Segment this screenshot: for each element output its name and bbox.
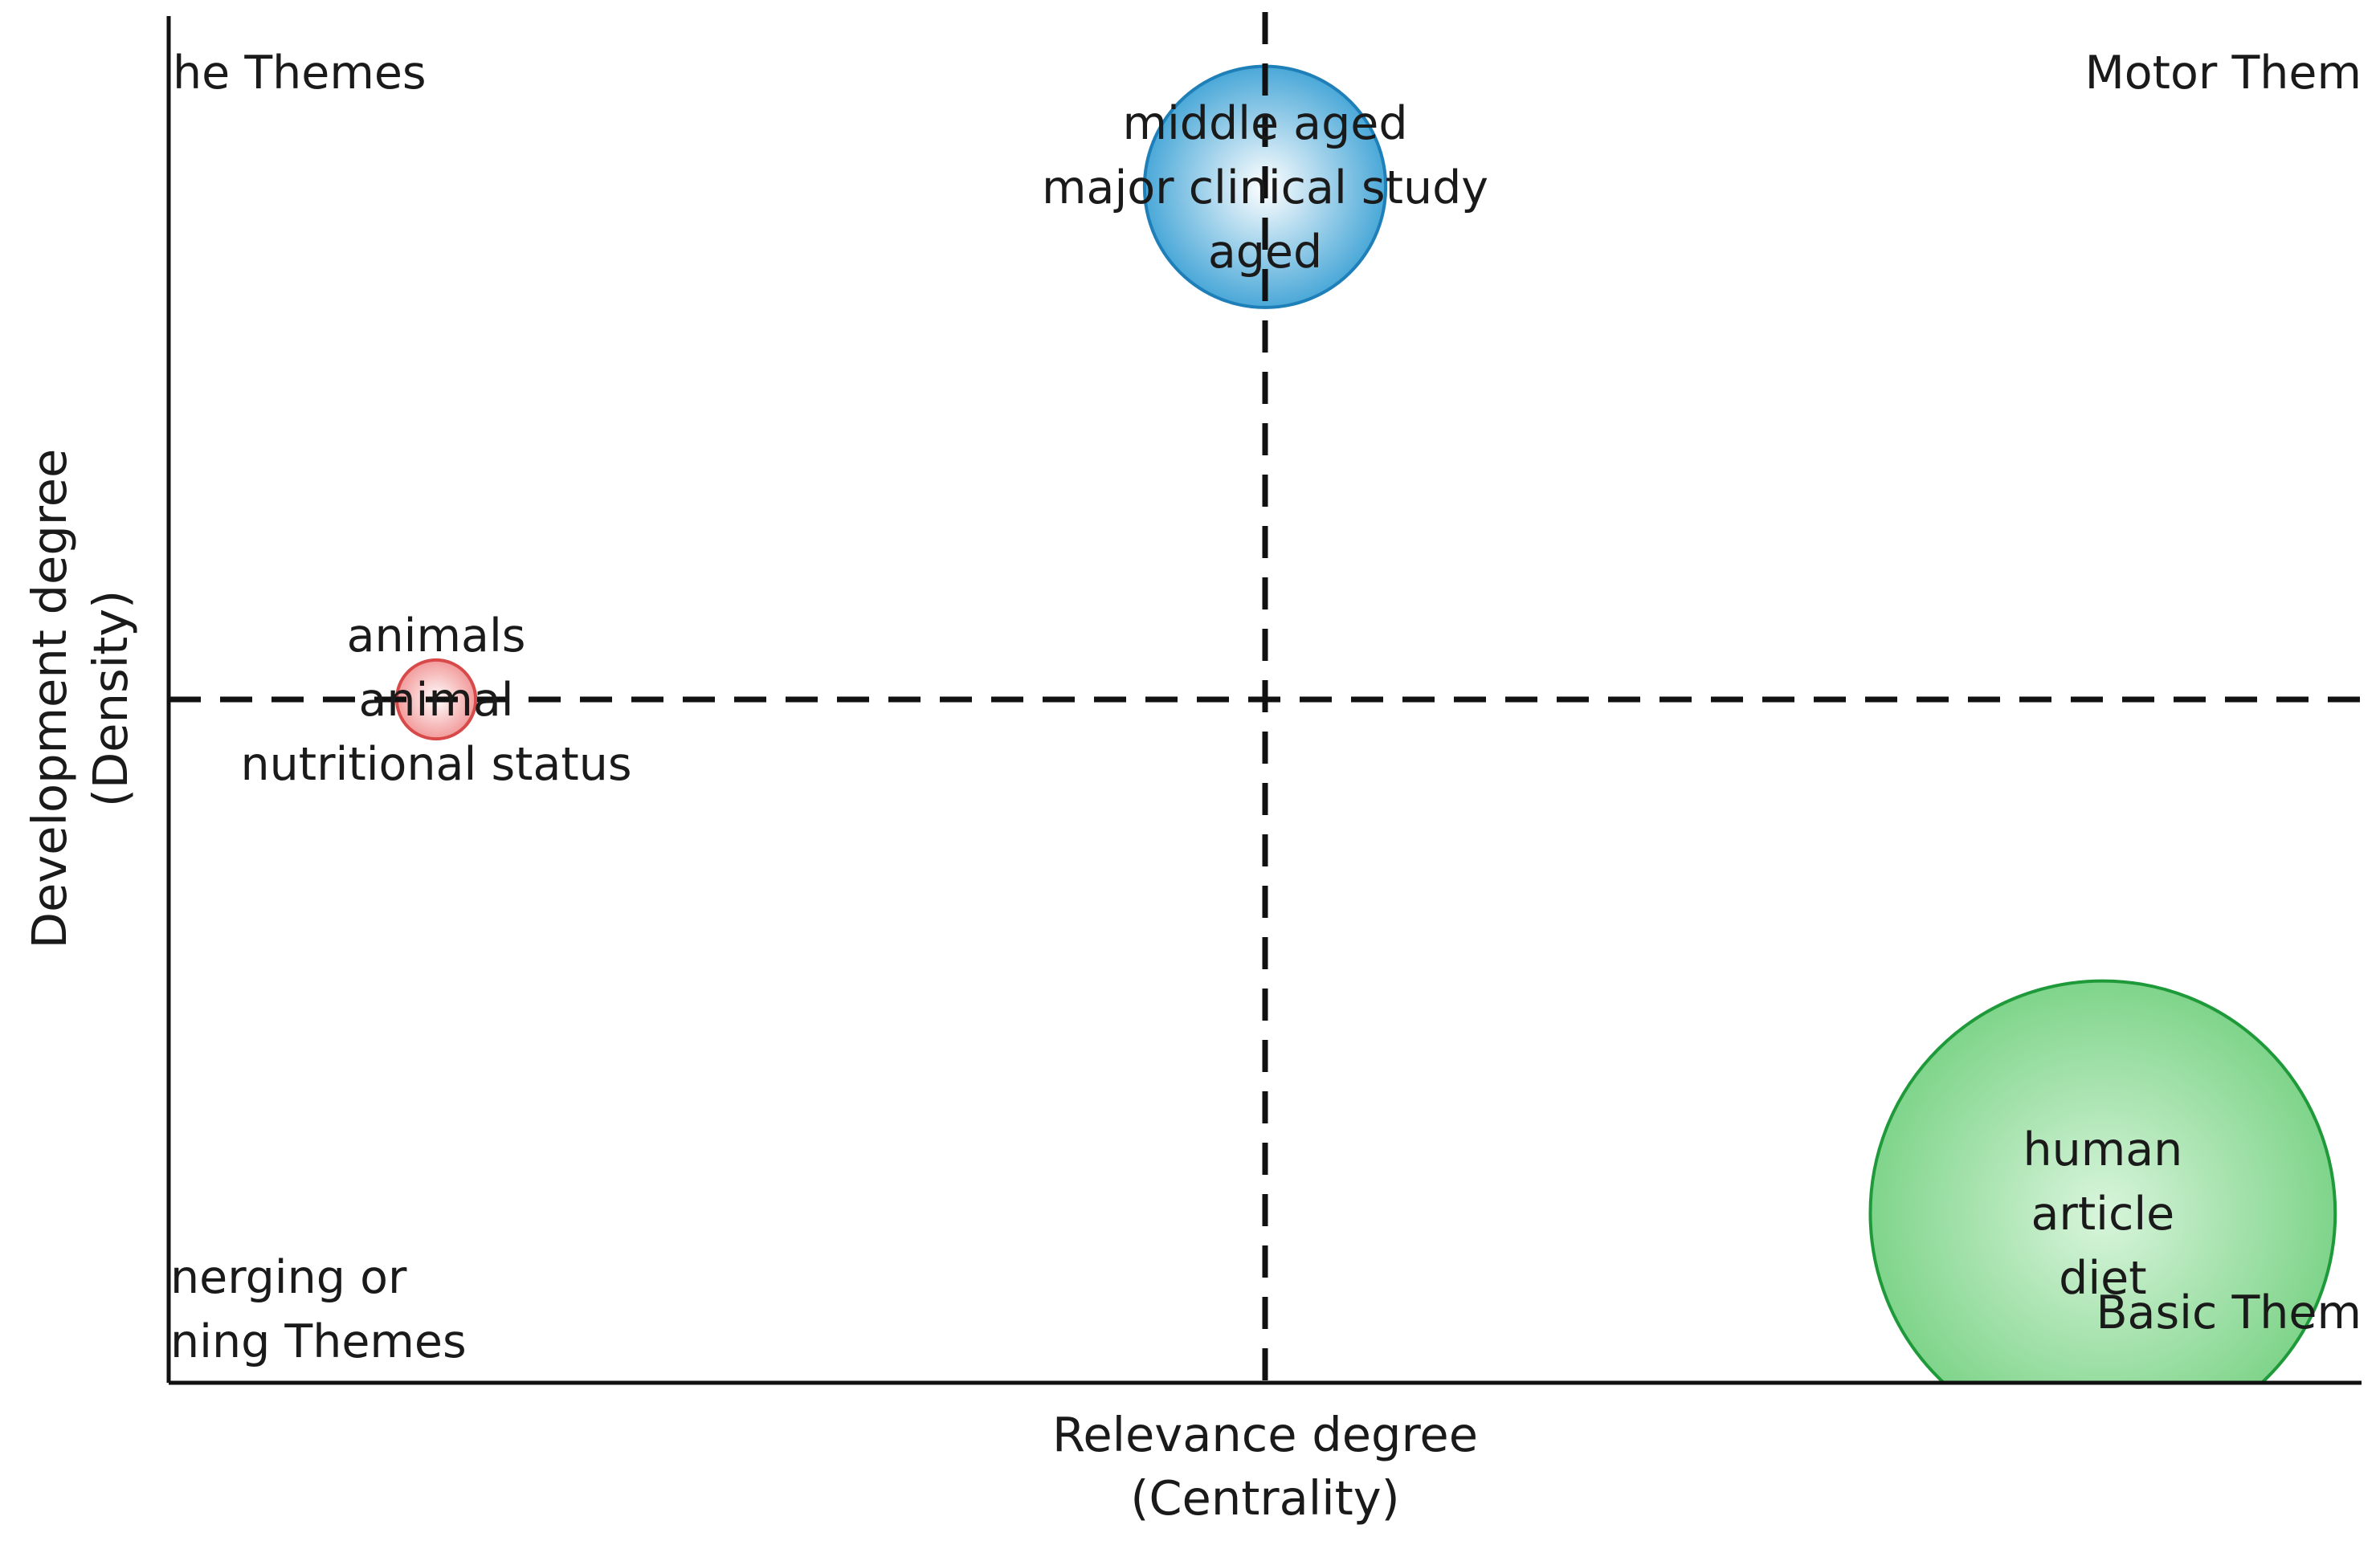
labels-layer: middle aged major clinical study aged anima… (22, 47, 2362, 1526)
y-axis-subtitle: (Density) (83, 590, 138, 807)
reference-lines (169, 12, 2362, 1383)
bubble-1-label-0: animals (347, 609, 526, 662)
quadrant-label-top-left: he Themes (173, 47, 427, 100)
bubble-2-label-1: article (2031, 1188, 2174, 1241)
bubble-2 (1868, 979, 2337, 1383)
bubble-0-label-1: major clinical study (1042, 161, 1488, 214)
bubble-1-label-2: nutritional status (241, 738, 632, 791)
bubble-2-label-2: diet (2059, 1252, 2146, 1305)
quadrant-label-bottom-left-1: ning Themes (170, 1315, 467, 1368)
bubble-0-label-0: middle aged (1122, 97, 1407, 150)
x-axis-subtitle: (Centrality) (1130, 1470, 1399, 1526)
bubble-0-label-2: aged (1208, 226, 1322, 279)
axes (166, 16, 2362, 1385)
bubble-2-label-0: human (2023, 1123, 2182, 1176)
bubble-1-label-1: animal (358, 674, 513, 727)
quadrant-label-bottom-right: Basic Them (2096, 1286, 2362, 1339)
quadrant-label-top-right: Motor Them (2085, 47, 2362, 100)
x-axis-title: Relevance degree (1052, 1407, 1478, 1462)
quadrant-label-bottom-left-0: nerging or (170, 1251, 407, 1304)
y-axis-title: Development degree (22, 449, 77, 949)
